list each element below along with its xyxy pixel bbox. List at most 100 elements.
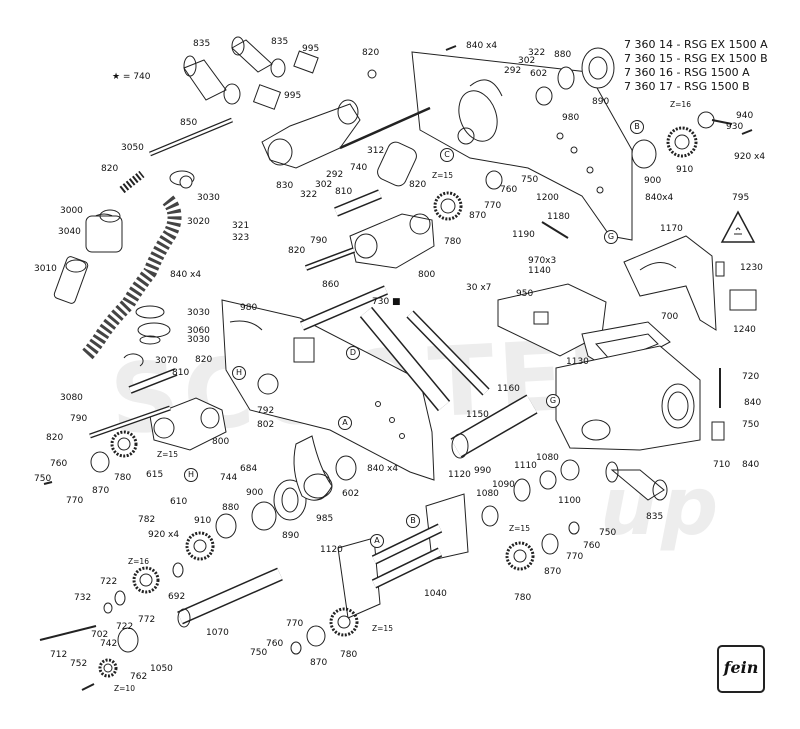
part-label: 3050	[121, 143, 144, 153]
part-label: 1170	[660, 224, 683, 234]
part-label: 840 x4	[170, 270, 202, 280]
part-label: 292	[504, 66, 522, 76]
part-label: 800	[212, 437, 230, 447]
spring-3020	[80, 195, 182, 361]
part-label: 750	[250, 648, 268, 658]
part-label: 740	[350, 163, 368, 173]
part-label: 3060	[187, 326, 210, 336]
part-label: 1110	[514, 461, 537, 471]
part-label: 1150	[466, 410, 489, 420]
part-label: 770	[66, 496, 84, 506]
sprockets	[98, 126, 698, 678]
part-label: 321	[232, 221, 250, 231]
part-label: 870	[310, 658, 328, 668]
part-label: 684	[240, 464, 258, 474]
part-label: 990	[474, 466, 492, 476]
guard-1170	[623, 235, 717, 331]
part-label: 995	[284, 91, 302, 101]
chain-link-985	[293, 435, 333, 501]
part-label: Z=10	[114, 684, 135, 693]
part-label: 870	[92, 486, 110, 496]
screws	[39, 45, 753, 691]
housing-plate-upper	[411, 51, 633, 241]
ref-letter-a: A	[338, 416, 352, 430]
handle-835c	[610, 469, 665, 501]
part-label: 1240	[733, 325, 756, 335]
part-label: 790	[310, 236, 328, 246]
part-label: 830	[276, 181, 294, 191]
part-label: 3030	[197, 193, 220, 203]
part-label: 760	[50, 459, 68, 469]
part-label: 840	[742, 460, 760, 470]
part-label: 1120	[448, 470, 471, 480]
part-label: Z=16	[670, 100, 691, 109]
part-label: 820	[409, 180, 427, 190]
part-label: 1080	[476, 489, 499, 499]
fein-logo-box	[717, 645, 765, 693]
plate-1040a	[337, 537, 381, 619]
part-label: 752	[70, 659, 88, 669]
part-label: 790	[70, 414, 88, 424]
handle-835b	[231, 39, 273, 73]
part-label: 3030	[187, 308, 210, 318]
part-label: 970x3	[528, 256, 557, 266]
part-label: 1190	[512, 230, 535, 240]
part-label: 720	[742, 372, 760, 382]
part-label: 3020	[187, 217, 210, 227]
handle-835a	[183, 59, 227, 101]
part-label: 762	[130, 672, 148, 682]
star-legend: ★ = 740	[112, 72, 151, 82]
part-label: 1200	[536, 193, 559, 203]
part-label: 820	[101, 164, 119, 174]
part-label: 700	[661, 312, 679, 322]
part-label: 770	[566, 552, 584, 562]
part-label: 323	[232, 233, 250, 243]
ref-letter-g: G	[604, 230, 618, 244]
part-label: 890	[282, 531, 300, 541]
part-label: 1090	[492, 480, 515, 490]
part-label: 3010	[34, 264, 57, 274]
part-label: 820	[46, 433, 64, 443]
part-label: 820	[195, 355, 213, 365]
part-label: 615	[146, 470, 164, 480]
model-line-2: 7 360 15 - RSG EX 1500 B	[624, 52, 768, 65]
part-label: 780	[444, 237, 462, 247]
part-label: 840x4	[645, 193, 674, 203]
part-label: 860	[322, 280, 340, 290]
part-label: 795	[732, 193, 750, 203]
part-label: Z=15	[372, 624, 393, 633]
part-label: 712	[50, 650, 68, 660]
part-label: 302	[315, 180, 333, 190]
bracket-800b	[349, 213, 435, 269]
part-label: 800	[418, 270, 436, 280]
part-label: Z=15	[157, 450, 178, 459]
ref-letter-b: B	[630, 120, 644, 134]
ring-602	[535, 86, 553, 106]
part-label: 760	[500, 185, 518, 195]
ref-letter-c: C	[440, 148, 454, 162]
part-label: 1080	[536, 453, 559, 463]
part-label: 302	[518, 56, 536, 66]
ref-letter-h: H	[184, 468, 198, 482]
bearing-890	[581, 47, 615, 89]
fein-logo: fein	[723, 658, 759, 677]
part-label: 750	[742, 420, 760, 430]
part-label: 732	[74, 593, 92, 603]
part-label: 835	[193, 39, 211, 49]
part-label: 782	[138, 515, 156, 525]
part-label: 730 ■	[372, 297, 401, 307]
part-label: 820	[288, 246, 306, 256]
part-label: 792	[257, 406, 275, 416]
part-label: 750	[599, 528, 617, 538]
part-label: 1120	[320, 545, 343, 555]
part-label: 602	[342, 489, 360, 499]
part-label: 1050	[150, 664, 173, 674]
part-label: 1070	[206, 628, 229, 638]
spring-3050	[119, 170, 145, 194]
part-label: 3070	[155, 356, 178, 366]
part-label: 980	[240, 303, 258, 313]
part-label: 1100	[558, 496, 581, 506]
part-label: 810	[172, 368, 190, 378]
part-label: 710	[713, 460, 731, 470]
